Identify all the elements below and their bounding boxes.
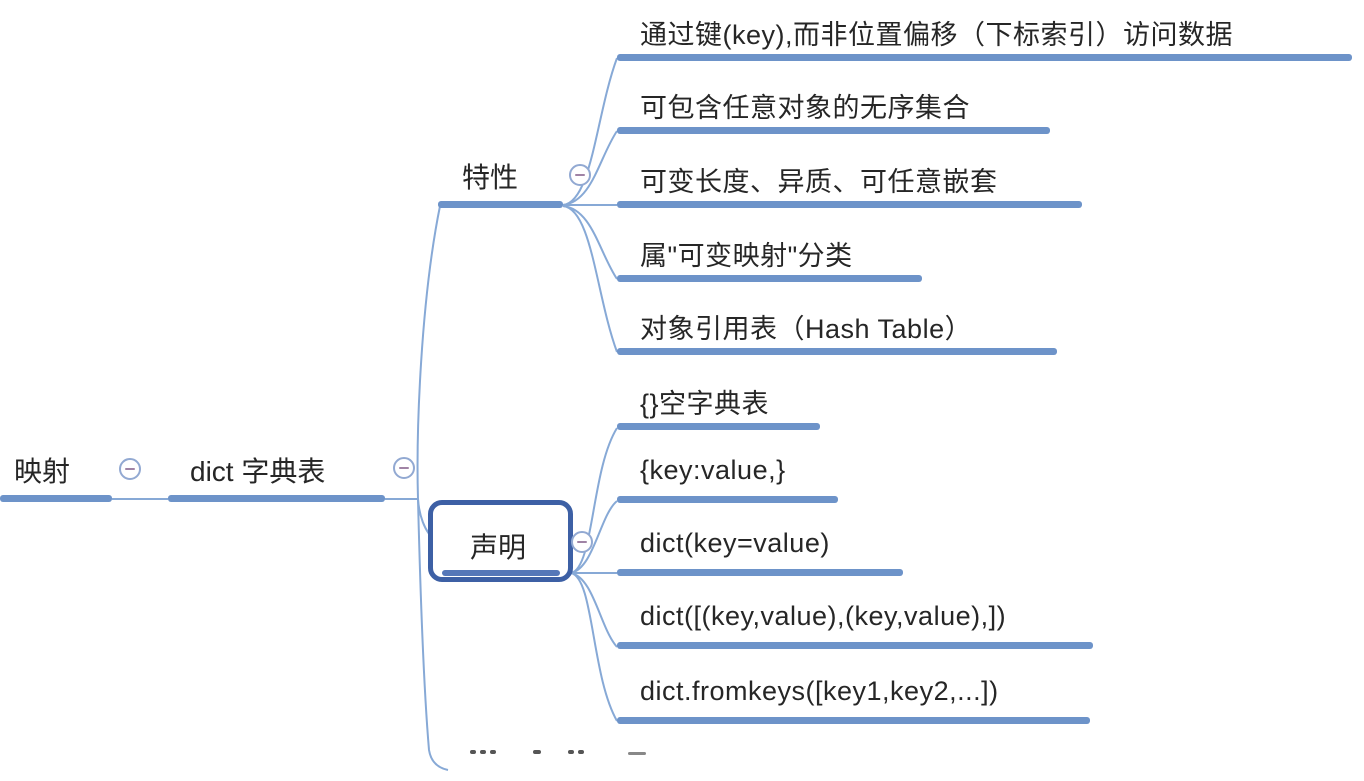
connector-topic-clipped xyxy=(417,498,449,771)
declaration-leaf[interactable]: dict([(key,value),(key,value),]) xyxy=(640,601,1007,631)
node-features[interactable]: 特性 xyxy=(462,162,519,193)
connector-declaration-4 xyxy=(570,572,618,648)
collapse-minus-icon[interactable] xyxy=(119,458,141,480)
declaration-leaf-line xyxy=(617,642,1093,649)
minus-dash-icon xyxy=(125,468,135,470)
node-topic-branch-line xyxy=(168,495,385,502)
collapse-minus-icon[interactable] xyxy=(571,531,593,553)
node-features-branch-line xyxy=(438,201,563,208)
connector-topic-features xyxy=(416,205,441,500)
connector-declaration-5 xyxy=(570,572,618,722)
connector-feature-5 xyxy=(562,205,618,353)
declaration-leaf[interactable]: {}空字典表 xyxy=(640,389,770,419)
declaration-leaf-line xyxy=(617,569,903,576)
connector-feature-1 xyxy=(562,57,618,206)
connector-feature-2 xyxy=(562,130,618,206)
feature-leaf[interactable]: 对象引用表（Hash Table） xyxy=(640,314,973,344)
node-root[interactable]: 映射 xyxy=(14,456,71,487)
connector-declaration-2 xyxy=(570,500,618,574)
feature-leaf[interactable]: 属"可变映射"分类 xyxy=(640,241,853,271)
minus-dash-icon xyxy=(577,541,587,543)
collapse-minus-icon[interactable] xyxy=(393,457,415,479)
minus-dash-icon xyxy=(399,467,409,469)
feature-leaf-line xyxy=(617,127,1050,134)
feature-leaf-line xyxy=(617,275,922,282)
feature-leaf[interactable]: 可变长度、异质、可任意嵌套 xyxy=(640,167,998,197)
node-declarations[interactable]: 声明 xyxy=(470,532,527,563)
connector-declaration-1 xyxy=(570,427,618,574)
feature-leaf[interactable]: 可包含任意对象的无序集合 xyxy=(640,93,970,123)
declaration-leaf-line xyxy=(617,717,1090,724)
declaration-leaf[interactable]: {key:value,} xyxy=(640,455,786,485)
connector-feature-4 xyxy=(562,205,618,280)
declaration-leaf-line xyxy=(617,496,838,503)
feature-leaf-line xyxy=(617,348,1057,355)
declaration-leaf[interactable]: dict(key=value) xyxy=(640,528,830,558)
node-declarations-branch-line xyxy=(442,570,560,576)
feature-leaf-line xyxy=(617,201,1082,208)
collapse-minus-icon[interactable] xyxy=(569,164,591,186)
minus-dash-icon xyxy=(575,174,585,176)
declaration-leaf-line xyxy=(617,423,820,430)
feature-leaf-line xyxy=(617,54,1352,61)
node-declarations-selection-border[interactable] xyxy=(428,500,573,582)
declaration-leaf[interactable]: dict.fromkeys([key1,key2,...]) xyxy=(640,676,999,706)
node-topic[interactable]: dict 字典表 xyxy=(190,456,326,487)
node-root-branch-line xyxy=(0,495,112,502)
feature-leaf[interactable]: 通过键(key),而非位置偏移（下标索引）访问数据 xyxy=(640,20,1233,50)
